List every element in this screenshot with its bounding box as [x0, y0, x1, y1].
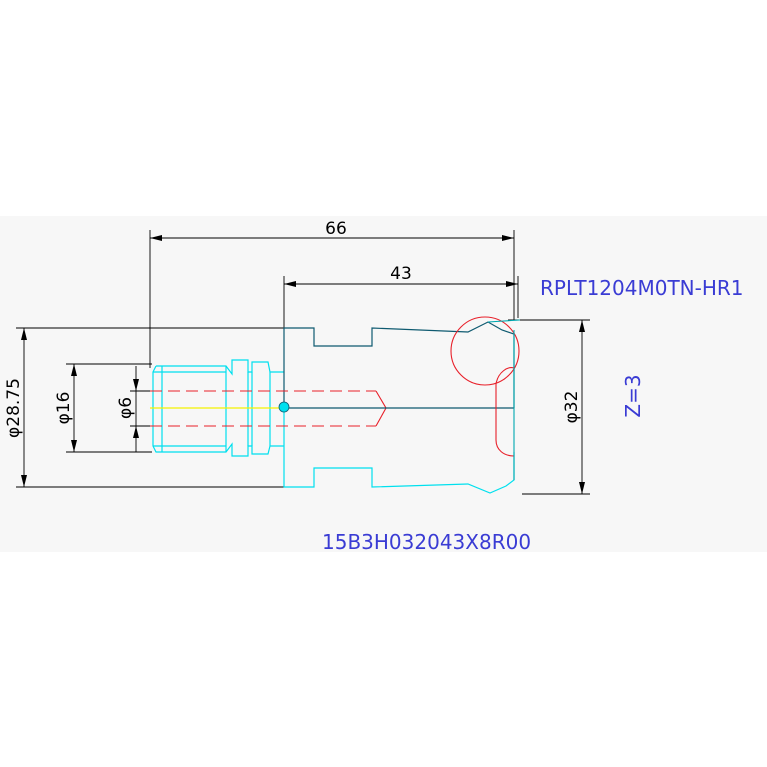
dimension-43-text: 43 [390, 264, 412, 284]
dimension-66-text: 66 [325, 219, 347, 239]
insert-outline [450, 316, 521, 480]
part-number-label: 15B3H032043X8R00 [322, 530, 531, 554]
drawing-panel [0, 216, 767, 552]
axis-marker-icon [278, 401, 290, 413]
dimension-cutting-diameter: φ32 [508, 319, 590, 495]
dimension-16-text: φ16 [54, 392, 74, 425]
dimension-28-75-text: φ28.75 [4, 378, 24, 438]
dimension-overall-length: 66 [149, 219, 515, 368]
body-bottom-outline [283, 408, 515, 494]
dimension-pilot-diameter: φ16 [54, 363, 152, 453]
dimension-body-length: 43 [283, 264, 519, 328]
insert-code-label: RPLT1204M0TN-HR1 [540, 276, 744, 300]
dimension-6-text: φ6 [116, 397, 136, 419]
dimension-32-text: φ32 [562, 391, 582, 424]
body-top-outline [283, 321, 515, 408]
teeth-count-label: Z=3 [621, 374, 645, 417]
shank-outline [152, 359, 284, 457]
dimension-shank-diameter: φ28.75 [4, 327, 284, 488]
dimension-bore-diameter: φ6 [116, 366, 152, 452]
